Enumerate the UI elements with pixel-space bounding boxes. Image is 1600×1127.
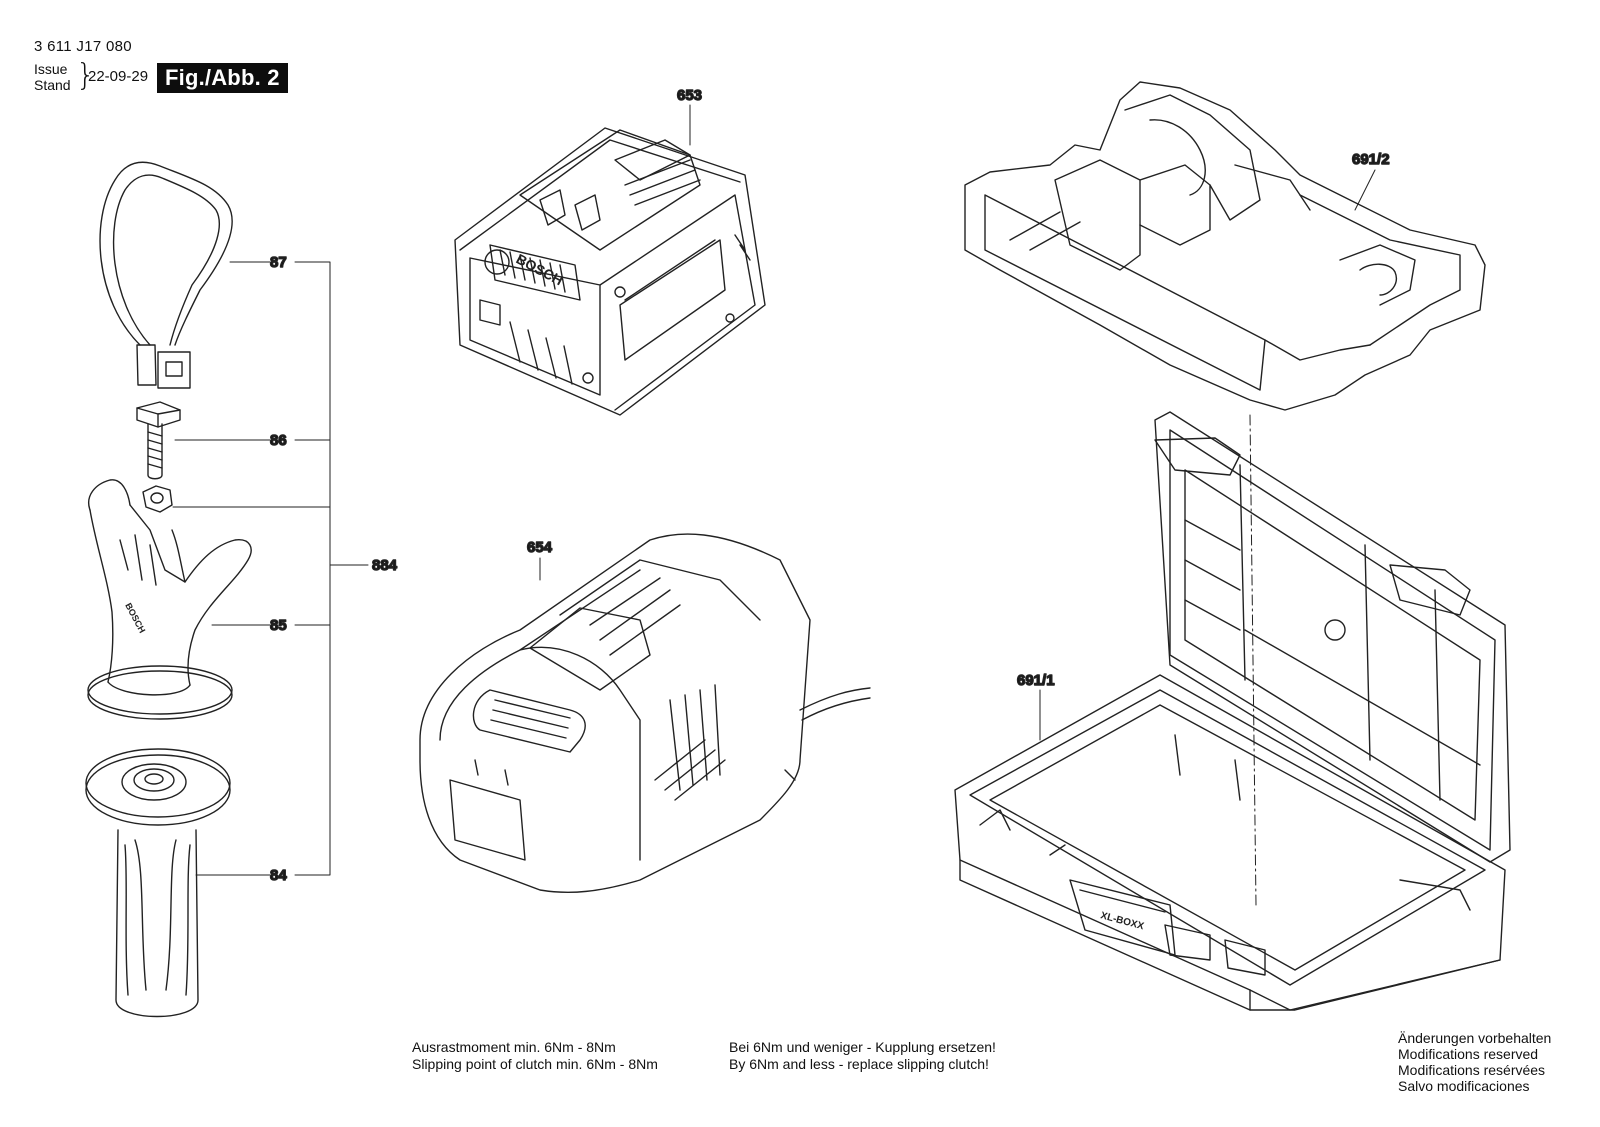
- issue-stand-block: Issue Stand } 22-09-29: [34, 61, 234, 101]
- reserved-en: Modifications reserved: [1398, 1046, 1539, 1062]
- issue-date: 22-09-29: [88, 68, 149, 85]
- note-replace-de: Bei 6Nm und weniger - Kupplung ersetzen!: [729, 1039, 996, 1055]
- note-clutch-de: Ausrastmoment min. 6Nm - 8Nm: [412, 1039, 616, 1055]
- document-number: 3 611 J17 080: [34, 38, 132, 55]
- nut-part: [142, 485, 173, 513]
- reserved-fr: Modifications resérvées: [1398, 1062, 1546, 1078]
- note-replace-en: By 6Nm and less - replace slipping clutc…: [729, 1056, 989, 1072]
- callout-653: 653: [677, 87, 702, 104]
- battery-part-653: BOSCH: [454, 127, 766, 416]
- strap-part-87: [99, 161, 233, 389]
- case-insert-part-691-2: [964, 81, 1486, 411]
- callout-85: 85: [270, 617, 287, 634]
- issue-brace: }: [76, 58, 96, 93]
- reserved-es: Salvo modificaciones: [1398, 1078, 1530, 1094]
- handle-part-84: [85, 748, 231, 1018]
- callout-654: 654: [527, 539, 553, 556]
- callout-87: 87: [270, 254, 287, 271]
- figure-badge: Fig./Abb. 2: [157, 63, 288, 93]
- note-clutch-en: Slipping point of clutch min. 6Nm - 8Nm: [412, 1056, 658, 1072]
- leader-lines-left: [172, 261, 369, 876]
- callout-691-1: 691/1: [1017, 672, 1055, 689]
- callout-86: 86: [270, 432, 287, 449]
- modifications-reserved-notice: Änderungen vorbehalten Modifications res…: [1398, 1030, 1551, 1094]
- collar-part-85: BOSCH: [87, 479, 252, 720]
- callout-884: 884: [372, 557, 398, 574]
- callout-84: 84: [270, 867, 287, 884]
- callout-691-2: 691/2: [1352, 151, 1390, 168]
- case-label-marking: XL-BOXX: [1099, 910, 1145, 932]
- charger-part-654: [419, 533, 871, 893]
- alignment-line: [1249, 414, 1257, 906]
- issue-label: Issue: [34, 61, 68, 77]
- stand-label: Stand: [34, 77, 71, 93]
- reserved-de: Änderungen vorbehalten: [1398, 1030, 1552, 1046]
- leader-691-2: [1354, 169, 1376, 211]
- case-part-691-1: XL-BOXX: [954, 411, 1511, 1011]
- bolt-part-86: [136, 401, 181, 480]
- collar-brand-marking: BOSCH: [123, 601, 147, 634]
